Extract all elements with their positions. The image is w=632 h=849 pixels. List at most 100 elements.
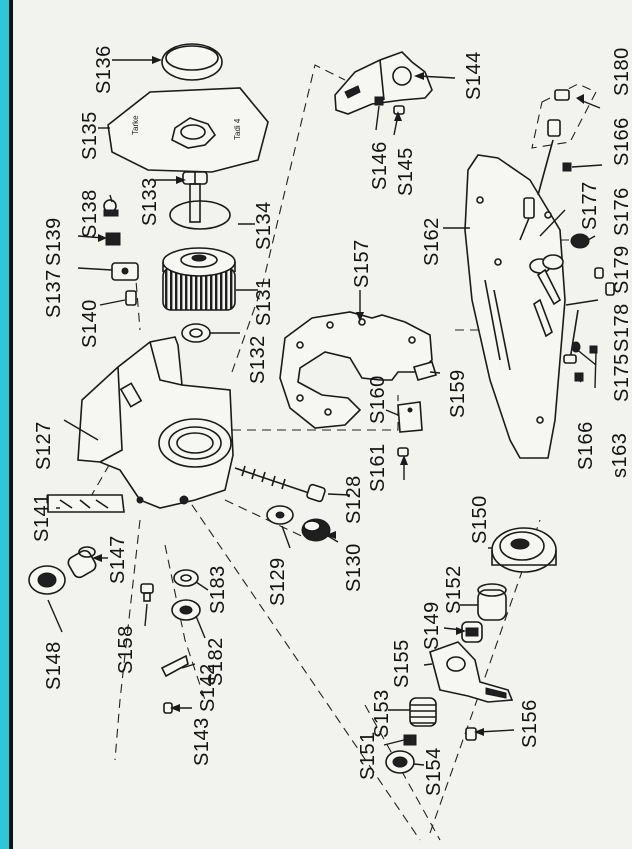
label-s180: S180 [611, 47, 632, 96]
part-s163-screw [589, 345, 598, 354]
label-s145: S145 [395, 147, 417, 196]
label-s130: S130 [343, 543, 365, 592]
label-s160: S160 [367, 375, 389, 424]
label-s166-top: S166 [611, 117, 632, 166]
part-s150-cup [491, 527, 557, 573]
label-s155: S155 [391, 639, 413, 688]
part-s127-housing [77, 336, 234, 509]
label-s157: S157 [351, 239, 373, 288]
part-s166-screw-top [562, 162, 572, 172]
part-s136-washer [161, 43, 223, 81]
scan-edge-stripe [0, 0, 9, 849]
label-s132: S132 [247, 335, 269, 384]
part-s128-bolt [234, 465, 326, 503]
plate-top-text: Tarke [131, 115, 140, 135]
label-s129: S129 [267, 557, 289, 606]
label-s158: S158 [115, 625, 137, 674]
label-s133: S133 [139, 177, 161, 226]
label-s134: S134 [253, 201, 275, 250]
part-s166-screw-bottom [574, 372, 584, 382]
part-s131-gear [162, 247, 236, 311]
label-s127: S127 [33, 421, 55, 470]
part-s139-nut [105, 232, 121, 246]
part-s175-spring [563, 309, 581, 364]
part-s129-washer [266, 505, 294, 525]
label-s150: S150 [469, 495, 491, 544]
part-s158-screw [140, 583, 154, 602]
label-s153: S153 [371, 689, 393, 738]
scan-frame-edge [9, 0, 13, 849]
label-s166-bottom: S166 [575, 421, 597, 470]
part-s161-screw [397, 447, 409, 457]
label-s135: S135 [79, 111, 101, 160]
part-s135-plate: Tarke Tadi 4 [107, 87, 269, 173]
part-s157-plate [279, 311, 433, 429]
label-s144: S144 [463, 51, 485, 100]
label-s154: S154 [423, 747, 445, 796]
label-s146: S146 [369, 141, 391, 190]
label-s179: S179 [611, 245, 632, 294]
label-s148: S148 [43, 641, 65, 690]
label-s183: S183 [207, 565, 229, 614]
part-s162-base-plate [464, 154, 566, 459]
part-s148-knob [28, 565, 66, 595]
label-s131: S131 [253, 277, 275, 326]
label-s182: S182 [205, 637, 227, 686]
label-s176: S176 [611, 187, 632, 236]
part-s141-bar [47, 494, 125, 513]
part-s145-screw [393, 105, 405, 115]
label-s161: S161 [367, 443, 389, 492]
part-s144-cover [334, 51, 433, 115]
part-s149-nut [461, 621, 483, 643]
part-s146-screw [374, 96, 384, 106]
part-s152-bushing [477, 583, 507, 621]
label-s136: S136 [93, 45, 115, 94]
part-s179-screw [594, 267, 604, 279]
part-s178-pin [605, 282, 615, 296]
label-s138: S138 [79, 189, 101, 238]
label-s163: s163 [609, 433, 631, 478]
label-s159: S159 [447, 369, 469, 418]
part-s130-cap [301, 518, 331, 542]
label-s151: S151 [357, 731, 379, 780]
label-s140: S140 [79, 299, 101, 348]
label-s128: S128 [343, 475, 365, 524]
leader-lines [47, 56, 603, 766]
label-s175: S175 [611, 353, 632, 402]
label-s143: S143 [191, 717, 213, 766]
part-s151-washer [403, 734, 417, 746]
label-s177: S177 [579, 181, 601, 230]
label-s139: S139 [43, 217, 65, 266]
label-s147: S147 [107, 535, 129, 584]
label-s162: S162 [421, 217, 443, 266]
label-s149: S149 [421, 601, 443, 650]
label-s142: S142 [197, 663, 219, 712]
part-s176-knob [570, 233, 590, 249]
part-s147-fitting [67, 546, 97, 579]
part-lever-arms [529, 254, 564, 338]
part-s137-block [111, 262, 139, 281]
part-s138-screw [103, 199, 119, 217]
part-s153-spring [409, 697, 437, 727]
part-s140-pin [125, 290, 137, 306]
part-s142-clip [160, 654, 189, 678]
label-s137: S137 [43, 269, 65, 318]
part-s177-link [519, 197, 535, 241]
part-s183-spacer [173, 569, 199, 587]
plate-side-text: Tadi 4 [233, 118, 242, 140]
label-s152: S152 [443, 565, 465, 614]
label-s178: S178 [611, 303, 632, 352]
part-s182-nut [171, 599, 201, 621]
label-s141: S141 [31, 493, 53, 542]
part-s154-cap [385, 750, 415, 774]
part-labels: S136 S135 S133 S134 S138 S139 S137 S140 … [31, 45, 632, 796]
part-s132-bushing [181, 323, 211, 343]
part-s180-shaft-assembly [531, 83, 597, 196]
part-s134-ring [169, 200, 231, 230]
part-s133-screw [182, 171, 208, 223]
part-s159-bracket [412, 361, 438, 381]
part-s160-plate [397, 401, 423, 433]
part-s156-screw [465, 727, 477, 741]
